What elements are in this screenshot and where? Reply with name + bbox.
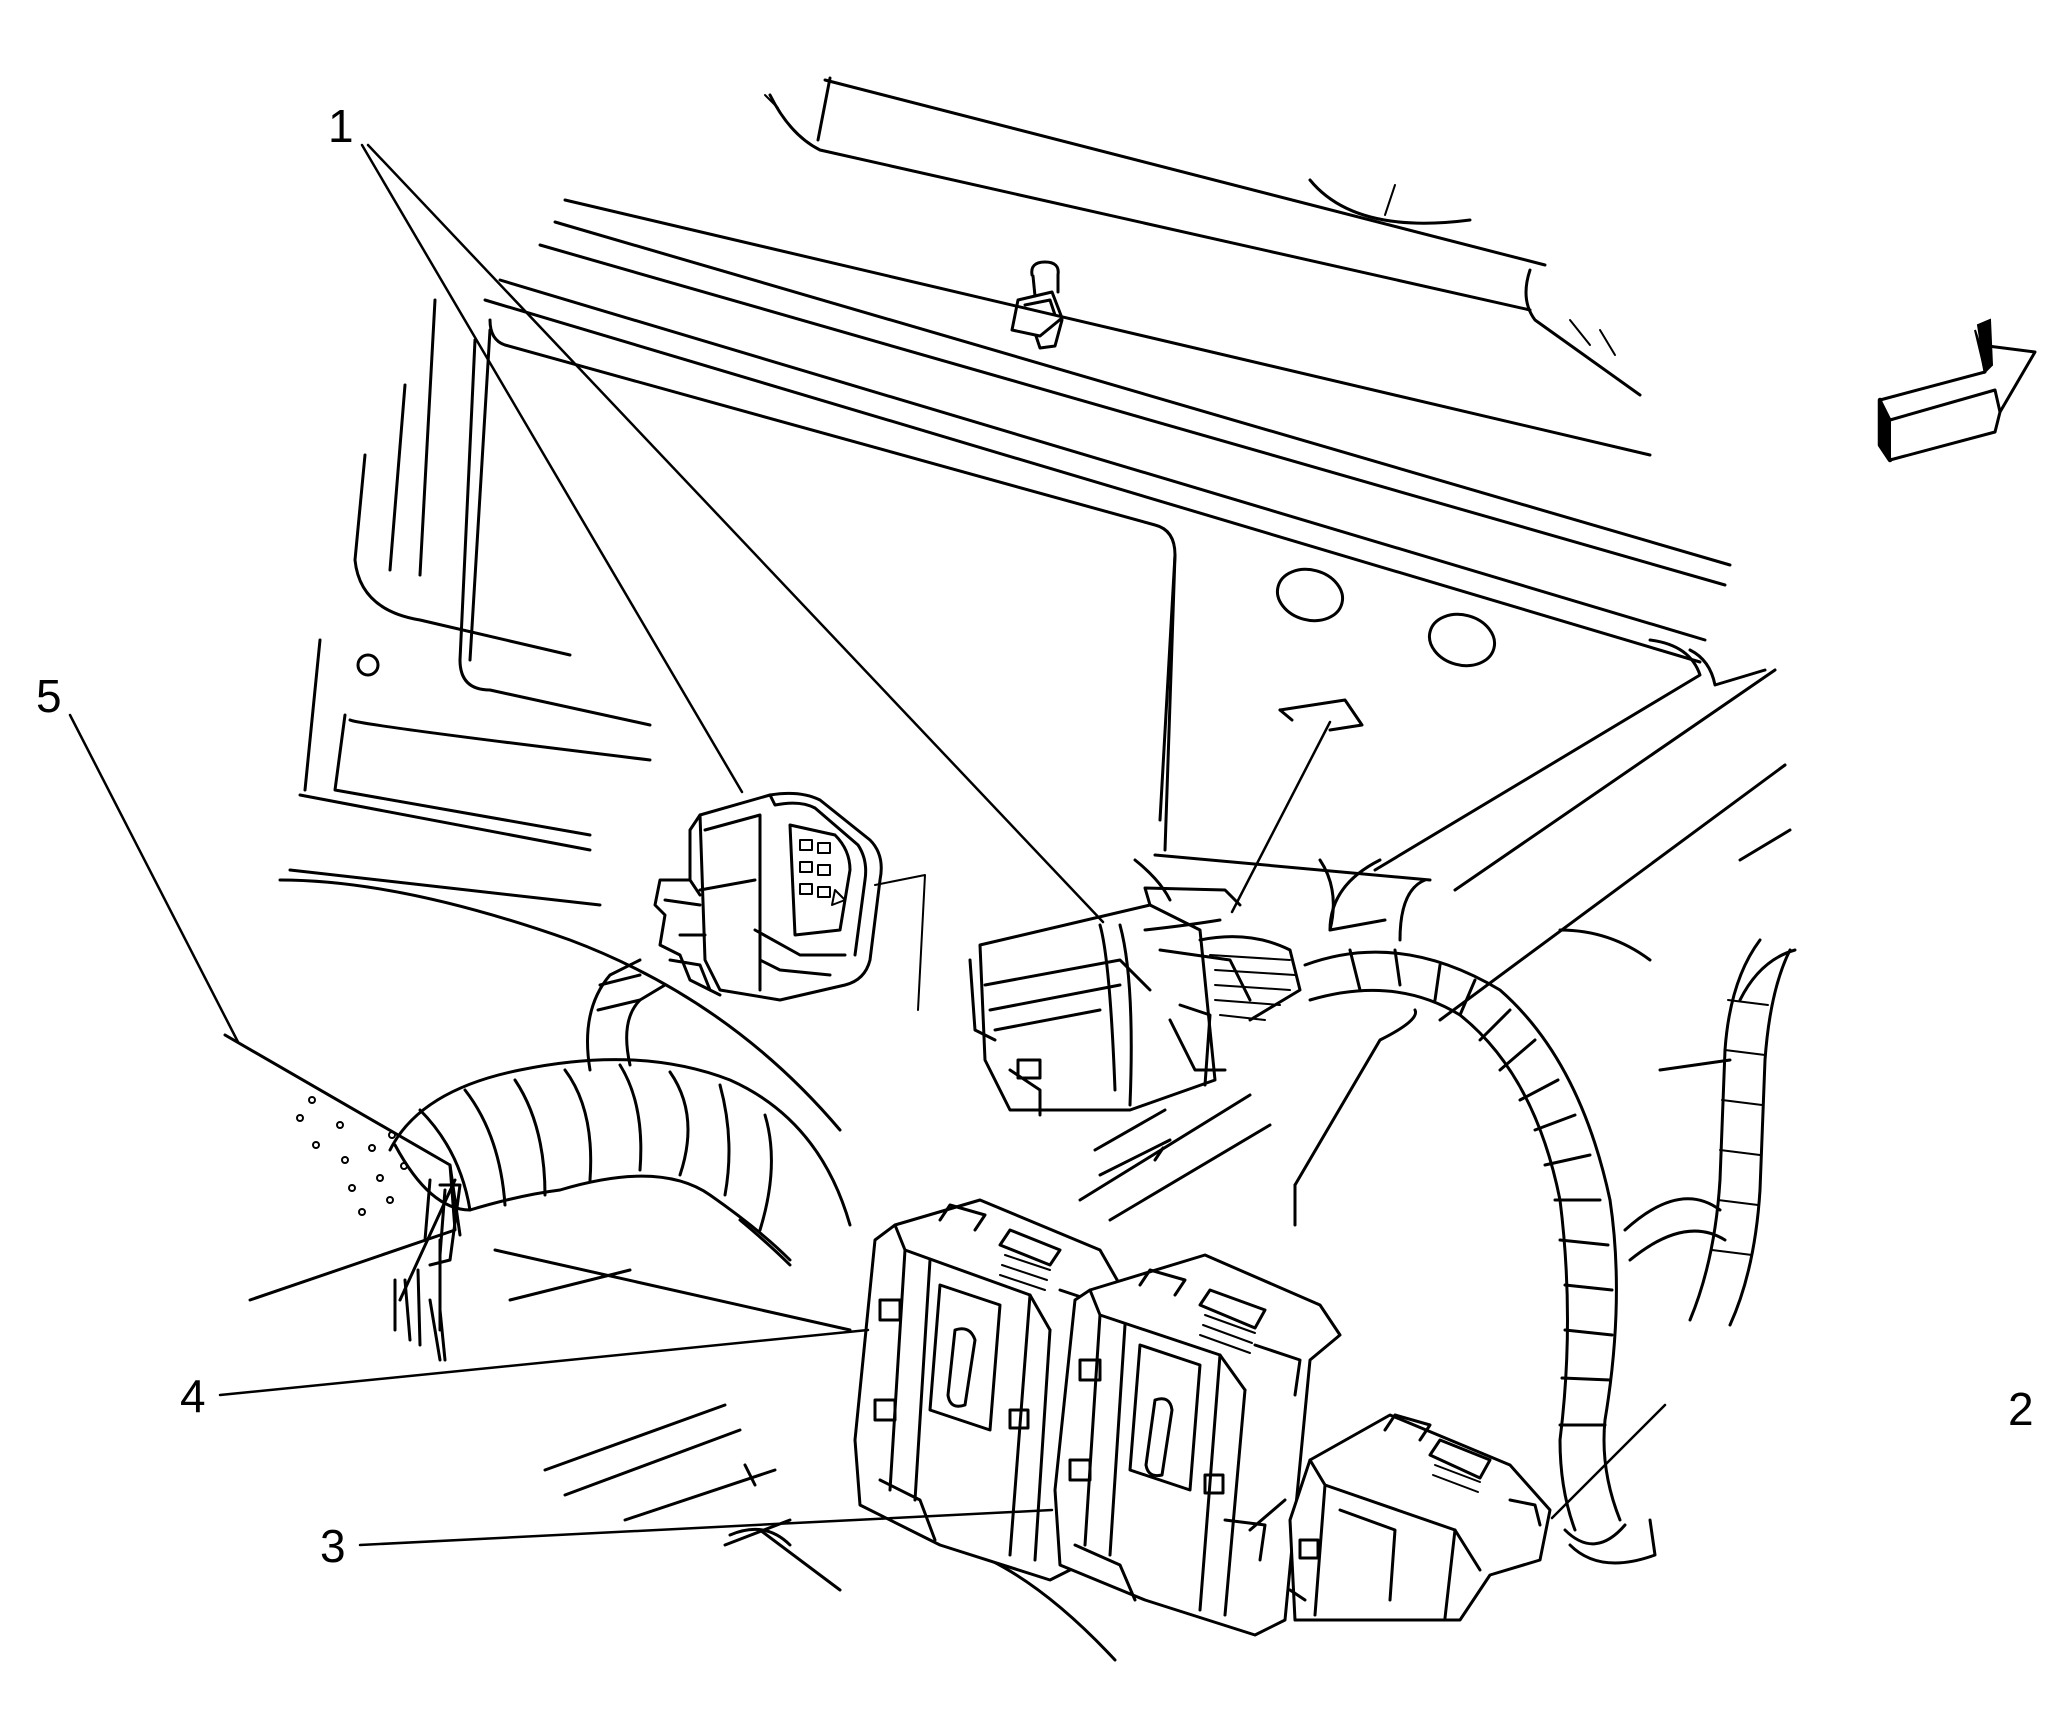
main-wiring-harness <box>388 958 852 1267</box>
leader-1a <box>360 143 744 794</box>
body-panel <box>278 76 1797 1662</box>
right-wiring-harness <box>1303 938 1792 1565</box>
callout-2: 2 <box>2008 1383 2034 1435</box>
leader-4 <box>218 1328 870 1397</box>
block-perforation-dots <box>296 1096 408 1216</box>
callout-1: 1 <box>328 100 354 152</box>
callout-labels: 1 2 3 4 5 <box>36 100 2034 1572</box>
left-mounting-block <box>223 1033 462 1362</box>
callout-leaders <box>68 143 1667 1547</box>
callout-3: 3 <box>320 1520 346 1572</box>
leader-3 <box>358 1508 1054 1547</box>
leader-1b <box>366 143 1105 924</box>
connector-1-component-side <box>968 720 1332 1117</box>
leader-5 <box>68 713 240 1044</box>
mounting-stud-icon <box>1010 260 1064 350</box>
callout-5: 5 <box>36 670 62 722</box>
leader-2 <box>1550 1403 1667 1520</box>
callout-4: 4 <box>180 1370 206 1422</box>
connector-4 <box>853 1198 1122 1582</box>
connector-1-harness-side <box>653 791 926 1011</box>
connector-3 <box>1053 1253 1342 1637</box>
front-direction-arrow-icon <box>1877 318 2037 463</box>
connector-2 <box>1288 1413 1552 1622</box>
